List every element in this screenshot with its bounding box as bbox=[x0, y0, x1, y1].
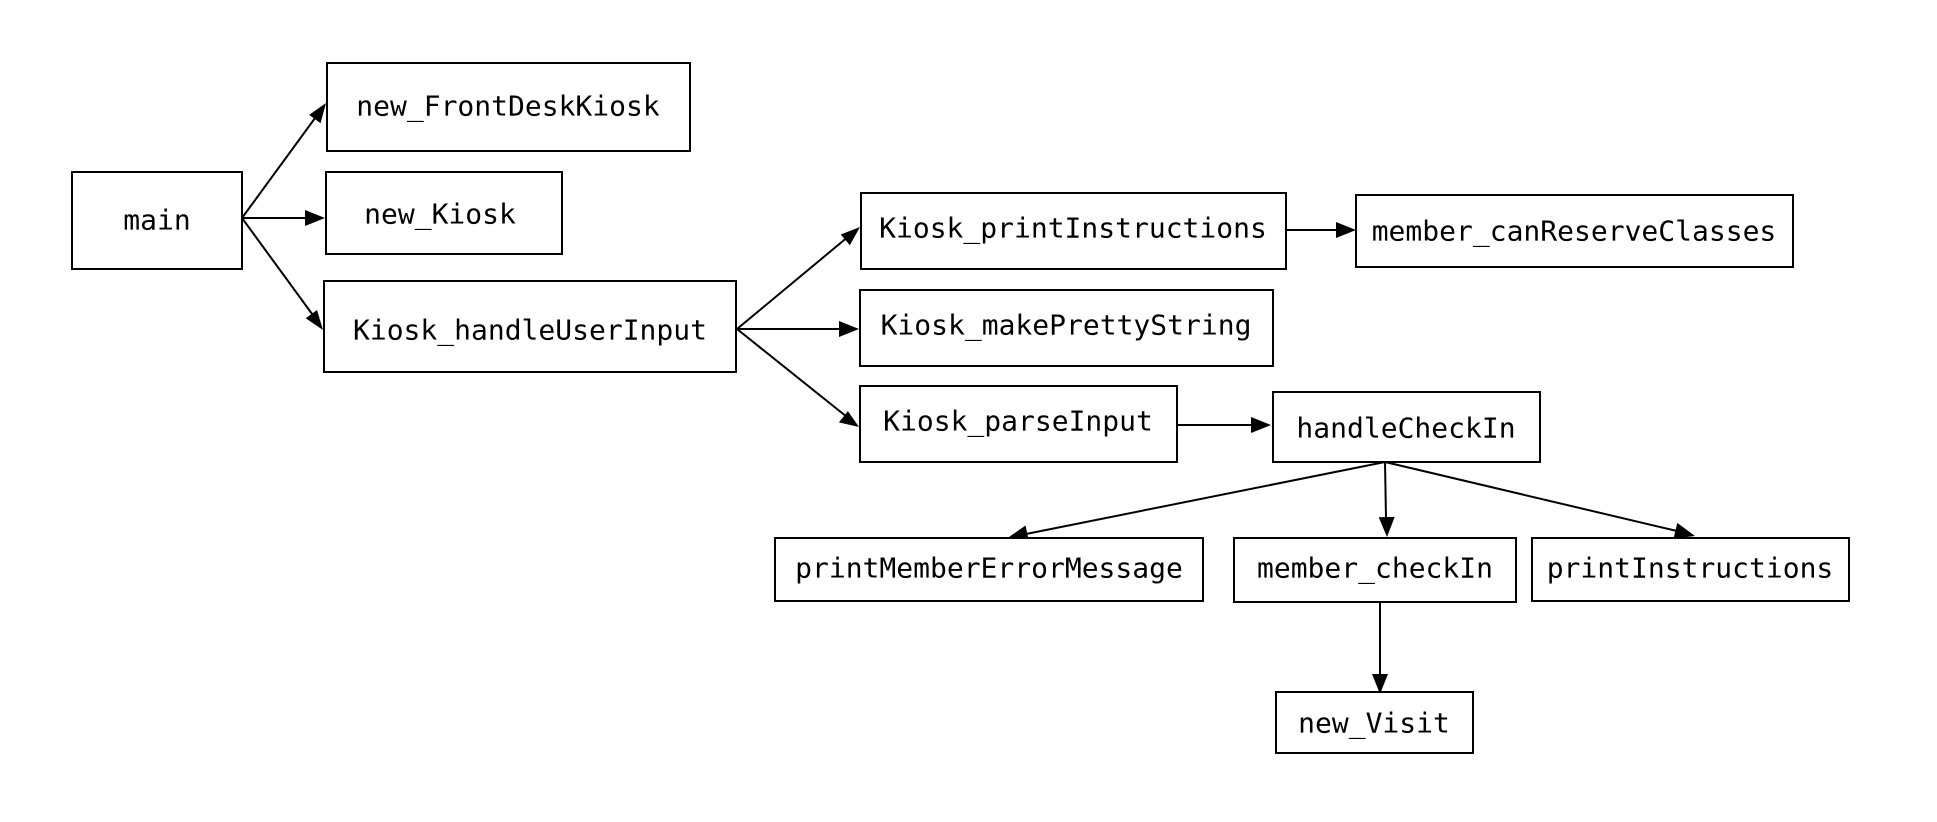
node-label-main: main bbox=[123, 204, 190, 237]
edge-handleuserinput-to-makeprettystring bbox=[737, 321, 859, 337]
node-new-visit[interactable]: new_Visit bbox=[1275, 691, 1474, 754]
node-label-printinstructions: printInstructions bbox=[1547, 552, 1834, 585]
edge-membercheckin-to-newvisit bbox=[1372, 602, 1388, 694]
edge-handlecheckin-to-membercheckin bbox=[1378, 461, 1395, 537]
node-label-kiosk-printinstructions: Kiosk_printInstructions bbox=[879, 212, 1267, 246]
edge-main-to-new-kiosk bbox=[242, 210, 325, 226]
node-printinstructions[interactable]: printInstructions bbox=[1531, 537, 1850, 602]
edge-main-to-new-frontdeskkiosk bbox=[241, 103, 326, 219]
edge-printinstructions-to-canreserveclasses bbox=[1286, 222, 1356, 238]
node-member-canreserveclasses[interactable]: member_canReserveClasses bbox=[1355, 194, 1794, 268]
edge-handleuserinput-to-parseinput bbox=[736, 328, 859, 427]
node-handlecheckin[interactable]: handleCheckIn bbox=[1272, 391, 1541, 463]
edge-handlecheckin-to-printinstructions bbox=[1384, 461, 1695, 539]
node-new-frontdeskkiosk[interactable]: new_FrontDeskKiosk bbox=[326, 62, 691, 152]
node-kiosk-makeprettystring[interactable]: Kiosk_makePrettyString bbox=[859, 289, 1274, 367]
node-label-new-visit: new_Visit bbox=[1298, 707, 1450, 741]
node-label-new-kiosk: new_Kiosk bbox=[364, 198, 516, 232]
node-label-kiosk-parseinput: Kiosk_parseInput bbox=[883, 405, 1153, 439]
node-member-checkin[interactable]: member_checkIn bbox=[1233, 537, 1517, 603]
node-label-printmembererrormessage: printMemberErrorMessage bbox=[795, 552, 1183, 585]
edge-main-to-kiosk-handleuserinput bbox=[241, 217, 323, 330]
node-kiosk-handleuserinput[interactable]: Kiosk_handleUserInput bbox=[323, 280, 737, 373]
node-printmembererrormessage[interactable]: printMemberErrorMessage bbox=[774, 537, 1204, 602]
node-kiosk-printinstructions[interactable]: Kiosk_printInstructions bbox=[860, 192, 1287, 270]
node-label-kiosk-handleuserinput: Kiosk_handleUserInput bbox=[353, 314, 707, 348]
edge-parseinput-to-handlecheckin bbox=[1177, 417, 1271, 433]
node-label-member-checkin: member_checkIn bbox=[1257, 552, 1493, 586]
node-kiosk-parseinput[interactable]: Kiosk_parseInput bbox=[859, 385, 1178, 463]
node-label-kiosk-makeprettystring: Kiosk_makePrettyString bbox=[881, 309, 1252, 343]
node-main[interactable]: main bbox=[71, 171, 243, 270]
node-layer: main new_FrontDeskKiosk new_Kiosk Kiosk_… bbox=[71, 62, 1850, 754]
node-label-member-canreserveclasses: member_canReserveClasses bbox=[1372, 215, 1777, 249]
node-new-kiosk[interactable]: new_Kiosk bbox=[325, 171, 563, 255]
edge-handleuserinput-to-printinstructions bbox=[736, 227, 860, 330]
edge-handlecheckin-to-printmembererrormessage bbox=[1009, 461, 1386, 542]
node-label-new-frontdeskkiosk: new_FrontDeskKiosk bbox=[356, 90, 660, 124]
node-label-handlecheckin: handleCheckIn bbox=[1296, 412, 1515, 445]
